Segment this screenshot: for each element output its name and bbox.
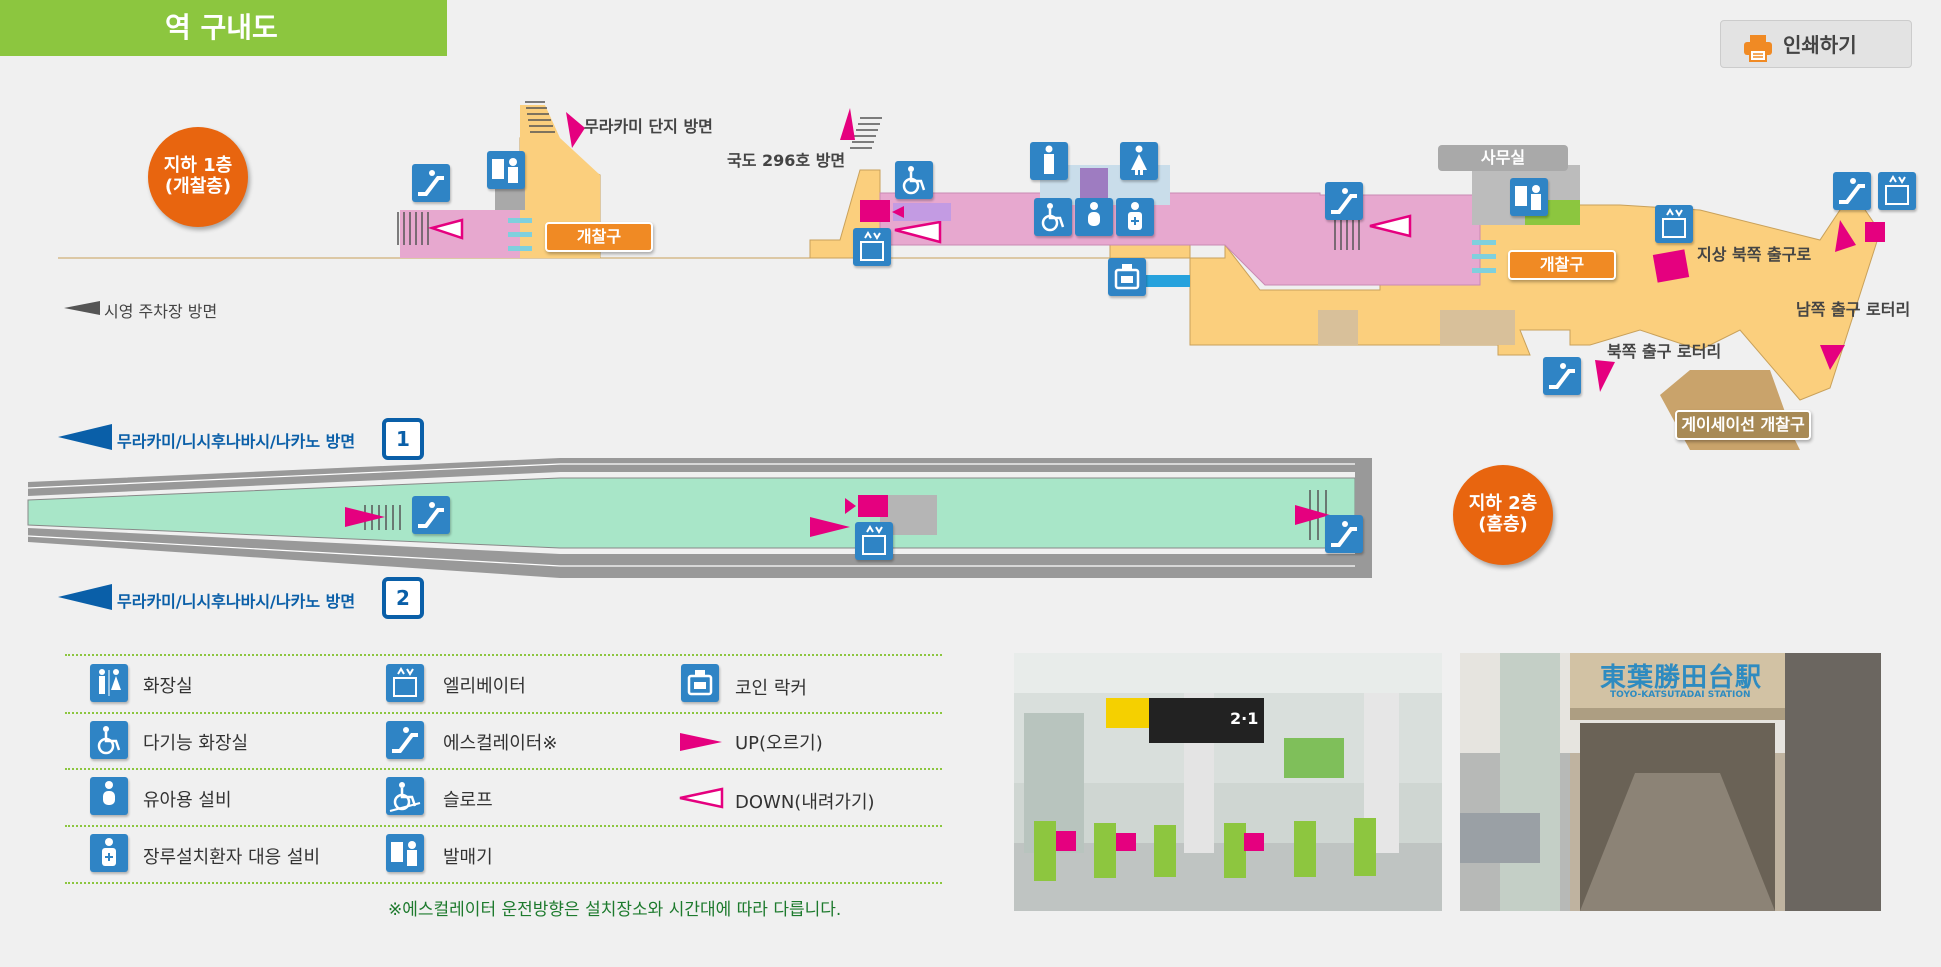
- up-arrow-icon: [680, 733, 722, 751]
- label-murakami-danji: 무라카미 단지 방면: [584, 117, 713, 136]
- restroom-icon: [90, 664, 128, 702]
- baby-care-icon: [1075, 198, 1113, 236]
- legend-label: 발매기: [443, 847, 493, 868]
- accessible-restroom-icon: [90, 721, 128, 759]
- legend-divider: [65, 768, 942, 770]
- legend-divider: [65, 825, 942, 827]
- printer-icon: [1743, 31, 1773, 62]
- track2-direction: 무라카미/니시후나바시/나카노 방면: [117, 592, 356, 611]
- label-gate-east: 개찰구: [1508, 250, 1616, 280]
- ostomy-icon: [90, 834, 128, 872]
- track1-arrow: [58, 424, 112, 450]
- label-north-exit-rotary: 북쪽 출구 로터리: [1607, 342, 1722, 361]
- track2-number: 2: [382, 577, 424, 619]
- escalator-icon: [1833, 172, 1871, 210]
- ostomy-icon: [1116, 198, 1154, 236]
- escalator-note: ※에스컬레이터 운전방향은 설치장소와 시간대에 따라 다릅니다.: [388, 900, 842, 920]
- label-parking: 시영 주차장 방면: [104, 302, 218, 321]
- escalator-icon: [412, 496, 450, 534]
- gate-photo: 2·1: [1014, 653, 1442, 911]
- label-route296: 국도 296호 방면: [727, 151, 846, 170]
- page-title: 역 구내도: [0, 0, 447, 56]
- accessible-restroom-icon: [895, 161, 933, 199]
- legend-label: UP(오르기): [735, 733, 823, 754]
- ticket-machine-icon: [386, 834, 424, 872]
- track2-arrow: [58, 584, 112, 610]
- level-b2-name: 지하 2층: [1468, 493, 1538, 515]
- legend-label: 엘리베이터: [443, 676, 526, 697]
- elevator-icon: [1878, 172, 1916, 210]
- up-arrows: [566, 108, 1856, 392]
- level-b1-desc: (개찰층): [164, 176, 232, 197]
- legend-label: 에스컬레이터※: [443, 733, 558, 754]
- level-b2-desc: (홈층): [1478, 514, 1528, 535]
- accessible-restroom-icon: [1034, 198, 1072, 236]
- down-arrow-icon: [679, 787, 724, 809]
- print-label: 인쇄하기: [1783, 33, 1857, 57]
- escalator-icon: [412, 164, 450, 202]
- legend-label: 다기능 화장실: [143, 733, 249, 754]
- station-sign: 東葉勝田台駅: [1600, 663, 1763, 693]
- escalator-icon: [1325, 182, 1363, 220]
- ticket-machine-icon: [1510, 178, 1548, 216]
- platform: [27, 477, 1356, 549]
- elevator-icon: [853, 228, 891, 266]
- ticket-machine-icon: [487, 151, 525, 189]
- coin-locker-icon: [681, 664, 719, 702]
- station-sign-sub: TOYO-KATSUTADAI STATION: [1610, 690, 1751, 700]
- legend-label: 유아용 설비: [143, 790, 232, 811]
- legend-label: DOWN(내려가기): [735, 792, 875, 813]
- level-badge-b2: 지하 2층(홈층): [1453, 465, 1553, 565]
- mens-restroom-icon: [1030, 142, 1068, 180]
- legend-label: 코인 락커: [735, 678, 807, 699]
- label-gate-west: 개찰구: [545, 222, 653, 252]
- legend-label: 화장실: [143, 676, 193, 697]
- womens-restroom-icon: [1120, 142, 1158, 180]
- baby-care-icon: [90, 777, 128, 815]
- legend-label: 슬로프: [443, 790, 493, 811]
- slope-icon: [386, 777, 424, 815]
- label-keisei-gate: 게이세이선 개찰구: [1675, 410, 1811, 440]
- print-button[interactable]: 인쇄하기: [1720, 20, 1912, 68]
- label-north-exit-ground: 지상 북쪽 출구로: [1697, 245, 1812, 264]
- escalator-icon: [1325, 515, 1363, 553]
- paid-area: [879, 192, 1481, 286]
- level-badge-b1: 지하 1층(개찰층): [148, 127, 248, 227]
- elevator-icon: [1655, 205, 1693, 243]
- escalator-icon: [1543, 357, 1581, 395]
- label-south-exit-rotary: 남쪽 출구 로터리: [1796, 300, 1911, 319]
- label-office: 사무실: [1438, 145, 1568, 171]
- down-arrows: [427, 214, 1412, 244]
- escalator-icon: [386, 721, 424, 759]
- platform-track-top: [28, 458, 1372, 496]
- legend-label: 장루설치환자 대응 설비: [143, 847, 321, 868]
- departure-board-number: 2·1: [1230, 709, 1259, 728]
- level-b1-name: 지하 1층: [163, 155, 233, 177]
- entrance-photo: 東葉勝田台駅 TOYO-KATSUTADAI STATION: [1460, 653, 1881, 911]
- coin-locker-icon: [1108, 258, 1146, 296]
- elevator-icon: [386, 664, 424, 702]
- legend-divider: [65, 882, 942, 884]
- elevator-icon: [855, 522, 893, 560]
- legend-divider: [65, 654, 942, 656]
- track1-direction: 무라카미/니시후나바시/나카노 방면: [117, 432, 356, 451]
- track1-number: 1: [382, 418, 424, 460]
- legend-divider: [65, 712, 942, 714]
